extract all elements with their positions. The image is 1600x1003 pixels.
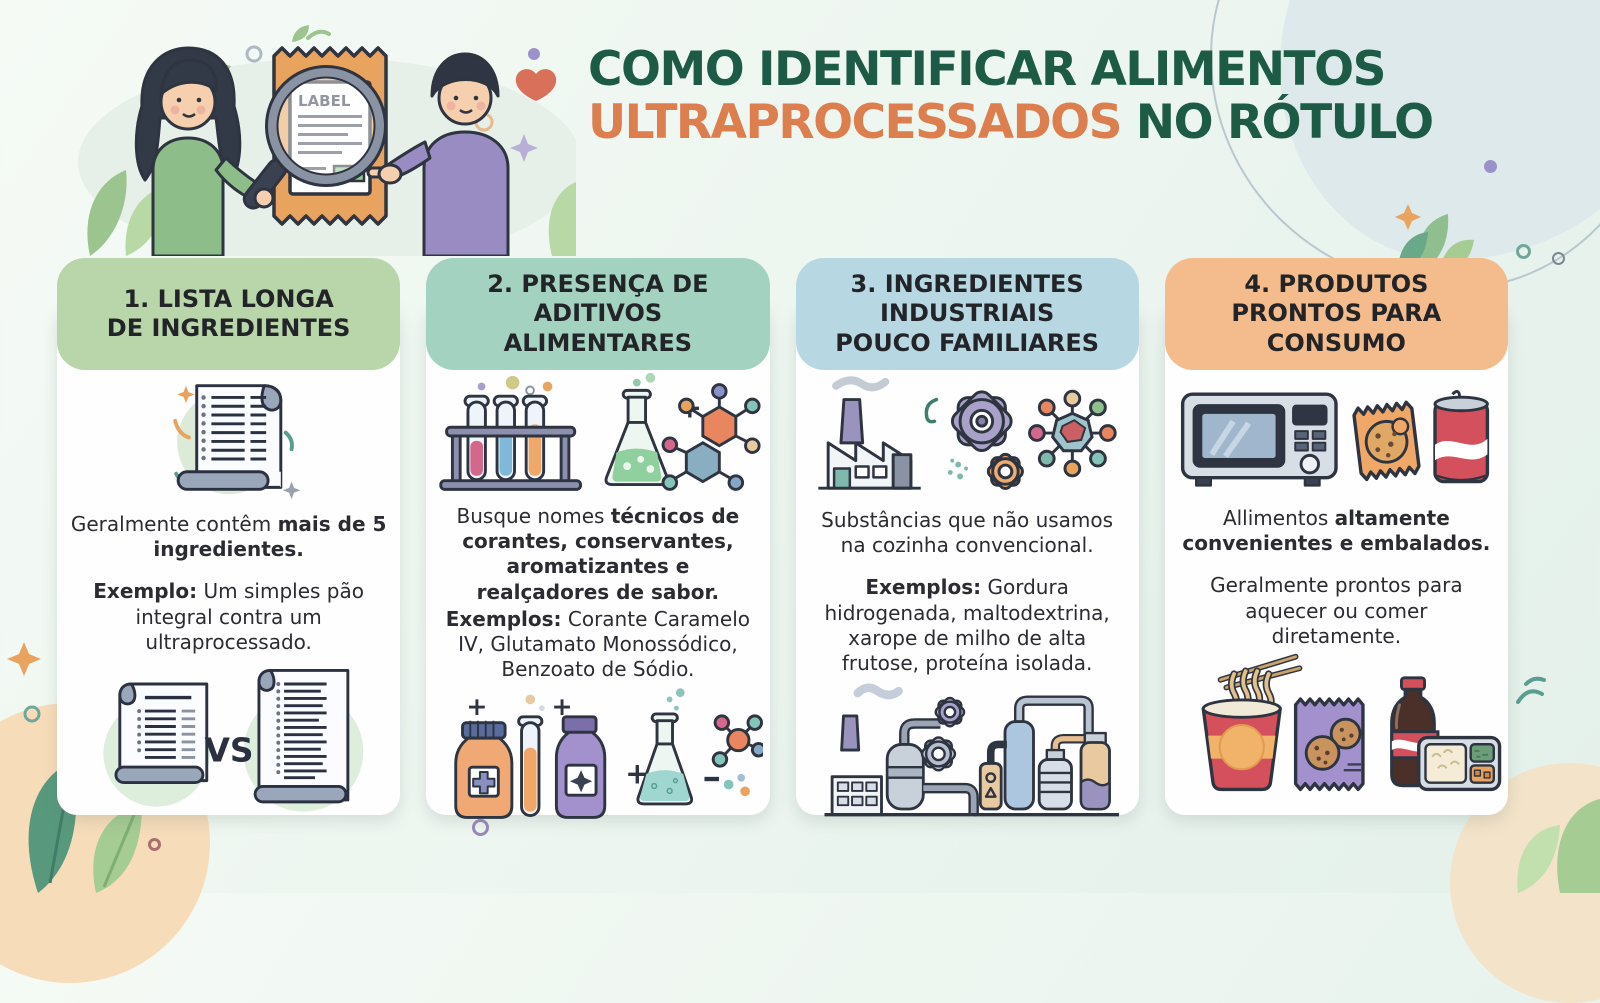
card-body: Allimentos altamente convenientes e emba…	[1164, 302, 1508, 815]
sparkle-icon	[510, 134, 538, 162]
card-text-primary: Geralmente contêm mais de 5 ingredientes…	[70, 512, 387, 562]
title-rest: NO RÓTULO	[1120, 94, 1434, 150]
card-text-primary: Allimentos altamente convenientes e emba…	[1182, 506, 1491, 556]
additive-bottles-flask-icon: + +	[433, 682, 763, 832]
sparkle-icon	[7, 642, 41, 723]
card-title-line: 1. LISTA LONGA	[123, 284, 334, 313]
factory-gears-molecule-icon	[802, 372, 1132, 500]
svg-text:+: +	[551, 692, 572, 721]
squiggle-icon	[1516, 676, 1546, 704]
woman-figure	[134, 46, 267, 256]
page-title: COMO IDENTIFICAR ALIMENTOS ULTRAPROCESSA…	[588, 42, 1434, 150]
cookie-pack-purple-icon	[1293, 697, 1365, 792]
test-tubes-flask-molecule-icon: +	[433, 372, 763, 500]
microwave-icon	[1181, 392, 1339, 487]
cookie-pack-icon	[1352, 400, 1421, 482]
title-highlight: ULTRAPROCESSADOS	[588, 94, 1122, 150]
card-text-primary: Busque nomes técnicos de corantes, conse…	[456, 504, 740, 604]
ring-decoration	[1552, 252, 1565, 265]
card-text-example: Exemplo: Um simples pão integral contra …	[93, 579, 364, 654]
heart-icon	[515, 69, 557, 101]
dot-decoration	[528, 48, 540, 60]
dot-decoration	[148, 838, 161, 851]
leaf-icon	[292, 25, 309, 42]
card-lista-longa: Geralmente contêm mais de 5 ingredientes…	[57, 258, 401, 815]
card-title-line: ADITIVOS	[533, 299, 663, 328]
card-body: + Busque nomes técnicos de	[426, 302, 770, 820]
card-title-line: INDUSTRIAIS	[879, 299, 1055, 328]
ready-to-eat-foods-icon	[1169, 649, 1504, 801]
card-text-example: Exemplos: Corante Caramelo IV, Glutamato…	[445, 606, 751, 682]
card-header-ingredientes-industriais: 3. INGREDIENTES INDUSTRIAIS POUCO FAMILI…	[795, 258, 1139, 370]
card-title-line: 4. PRODUTOS	[1244, 270, 1429, 299]
dot-decoration	[1484, 160, 1497, 173]
title-line-1: COMO IDENTIFICAR ALIMENTOS	[588, 42, 1386, 97]
card-header-lista-longa: 1. LISTA LONGA DE INGREDIENTES	[57, 258, 401, 370]
man-figure	[366, 52, 510, 256]
card-text-example: Geralmente prontos para aquecer ou comer…	[1210, 573, 1463, 648]
soda-can-icon	[1433, 390, 1490, 484]
card-title-line: CONSUMO	[1266, 328, 1406, 357]
ring-decoration	[245, 45, 263, 63]
card-title-line: 3. INGREDIENTES	[850, 270, 1084, 299]
people-reading-label-illustration: LABEL	[78, 25, 576, 256]
card-header-produtos-prontos: 4. PRODUTOS PRONTOS PARA CONSUMO	[1164, 258, 1508, 370]
card-title-line: 2. PRESENÇA DE	[487, 270, 709, 299]
card-body: Geralmente contêm mais de 5 ingredientes…	[57, 302, 401, 815]
vs-label: VS	[204, 731, 253, 769]
card-aditivos: + Busque nomes técnicos de	[426, 258, 770, 820]
leaf-icon	[548, 182, 576, 256]
card-title-line: PRONTOS PARA	[1231, 299, 1442, 328]
hand	[253, 187, 275, 209]
instant-noodles-icon	[1201, 653, 1303, 792]
meal-tray-icon	[1416, 735, 1502, 792]
card-ingredientes-industriais: Substâncias que não usamos na cozinha co…	[795, 258, 1139, 817]
card-title-line: DE INGREDIENTES	[106, 314, 351, 342]
ingredient-scroll-icon	[141, 372, 316, 504]
magnifying-glass-icon	[242, 65, 387, 210]
card-title-line: POUCO FAMILIARES	[835, 328, 1100, 357]
title-line-2: ULTRAPROCESSADOS NO RÓTULO	[588, 94, 1434, 150]
card-produtos-prontos: Allimentos altamente convenientes e emba…	[1164, 258, 1508, 815]
card-text-example: Exemplos: Gordura hidrogenada, maltodext…	[824, 575, 1110, 675]
card-title-line: ALIMENTARES	[503, 328, 693, 357]
microwave-snack-soda-icon	[1171, 372, 1501, 498]
ring-decoration	[1516, 244, 1531, 259]
cards-row: Geralmente contêm mais de 5 ingredientes…	[57, 258, 1508, 820]
card-body: Substâncias que não usamos na cozinha co…	[795, 302, 1139, 817]
leaf-icon	[87, 170, 127, 256]
card-header-aditivos: 2. PRESENÇA DE ADITIVOS ALIMENTARES	[426, 258, 770, 370]
industrial-plants-icon	[802, 676, 1132, 828]
svg-text:+: +	[466, 692, 487, 721]
short-vs-long-list-icon: VS	[74, 655, 384, 827]
card-text-primary: Substâncias que não usamos na cozinha co…	[821, 508, 1114, 558]
package-label-text: LABEL	[298, 92, 351, 110]
